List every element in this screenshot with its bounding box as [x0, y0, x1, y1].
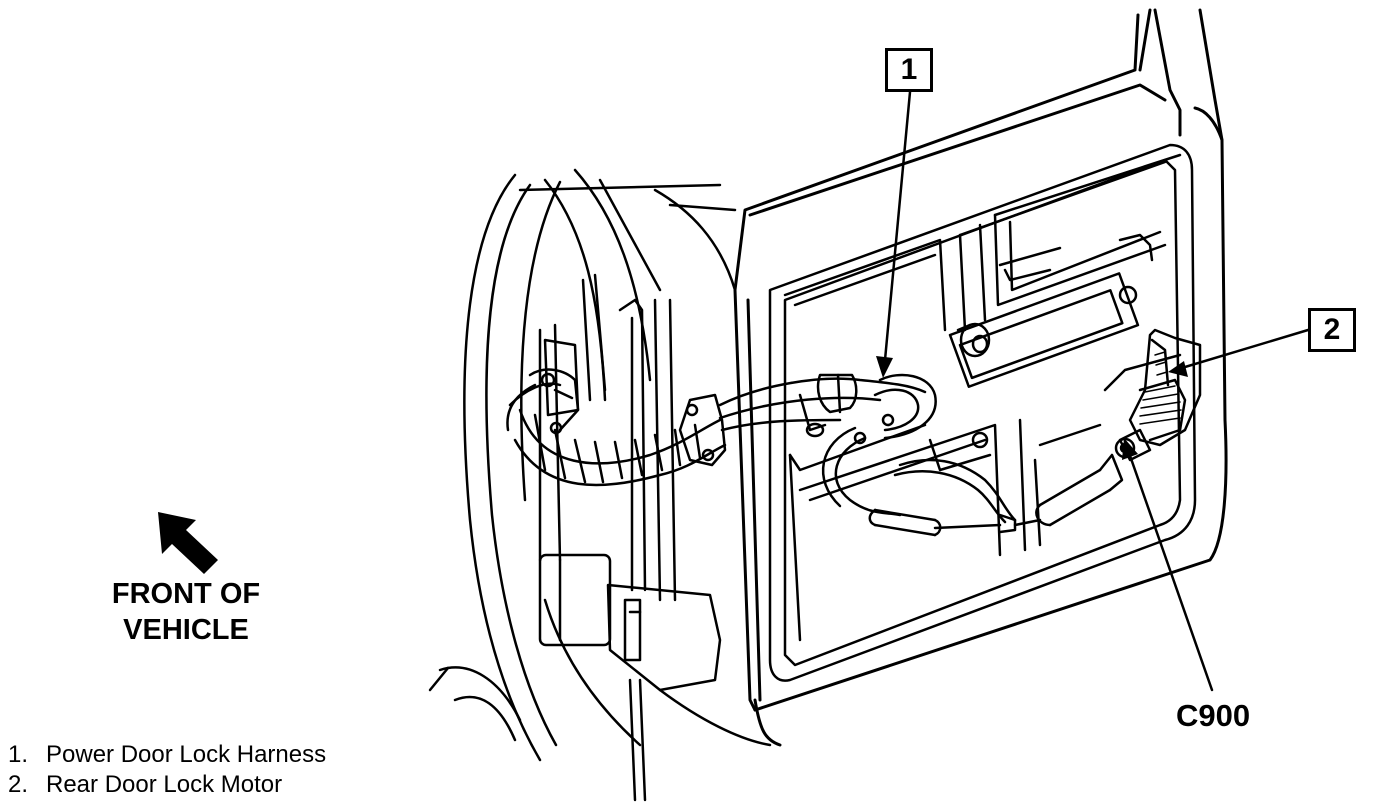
- door-frame: [428, 168, 772, 802]
- leader-lines: [883, 90, 1310, 692]
- harness-conduit: [506, 368, 1124, 537]
- leader-arrowheads: [876, 356, 1188, 460]
- legend-item: 1. Power Door Lock Harness: [8, 740, 326, 770]
- fasteners: [956, 285, 1138, 449]
- arrowhead-1: [876, 356, 893, 378]
- callout-2-box: 2: [1308, 308, 1356, 352]
- front-of-vehicle-label: FRONT OF VEHICLE: [96, 576, 276, 648]
- legend-text: Rear Door Lock Motor: [46, 771, 283, 798]
- inner-panel: [768, 143, 1197, 682]
- legend-number: 2.: [8, 771, 29, 798]
- callout-2-number: 2: [1323, 313, 1341, 346]
- legend-item: 2. Rear Door Lock Motor: [8, 770, 326, 800]
- front-label-line2: VEHICLE: [123, 614, 249, 646]
- front-label-line1: FRONT OF: [111, 578, 261, 610]
- legend-number: 1.: [8, 741, 29, 768]
- callout-1-number: 1: [900, 53, 918, 86]
- lock-motor: [1114, 328, 1202, 462]
- legend: 1. Power Door Lock Harness 2. Rear Door Lo…: [8, 740, 326, 800]
- connector-label: C900: [1176, 698, 1251, 733]
- arrowhead-2: [1168, 361, 1188, 377]
- door-shell: [733, 8, 1228, 747]
- arrowhead-c900: [1122, 438, 1138, 460]
- legend-text: Power Door Lock Harness: [46, 741, 327, 768]
- front-arrow-icon: [158, 512, 218, 574]
- callout-1-box: 1: [885, 48, 933, 92]
